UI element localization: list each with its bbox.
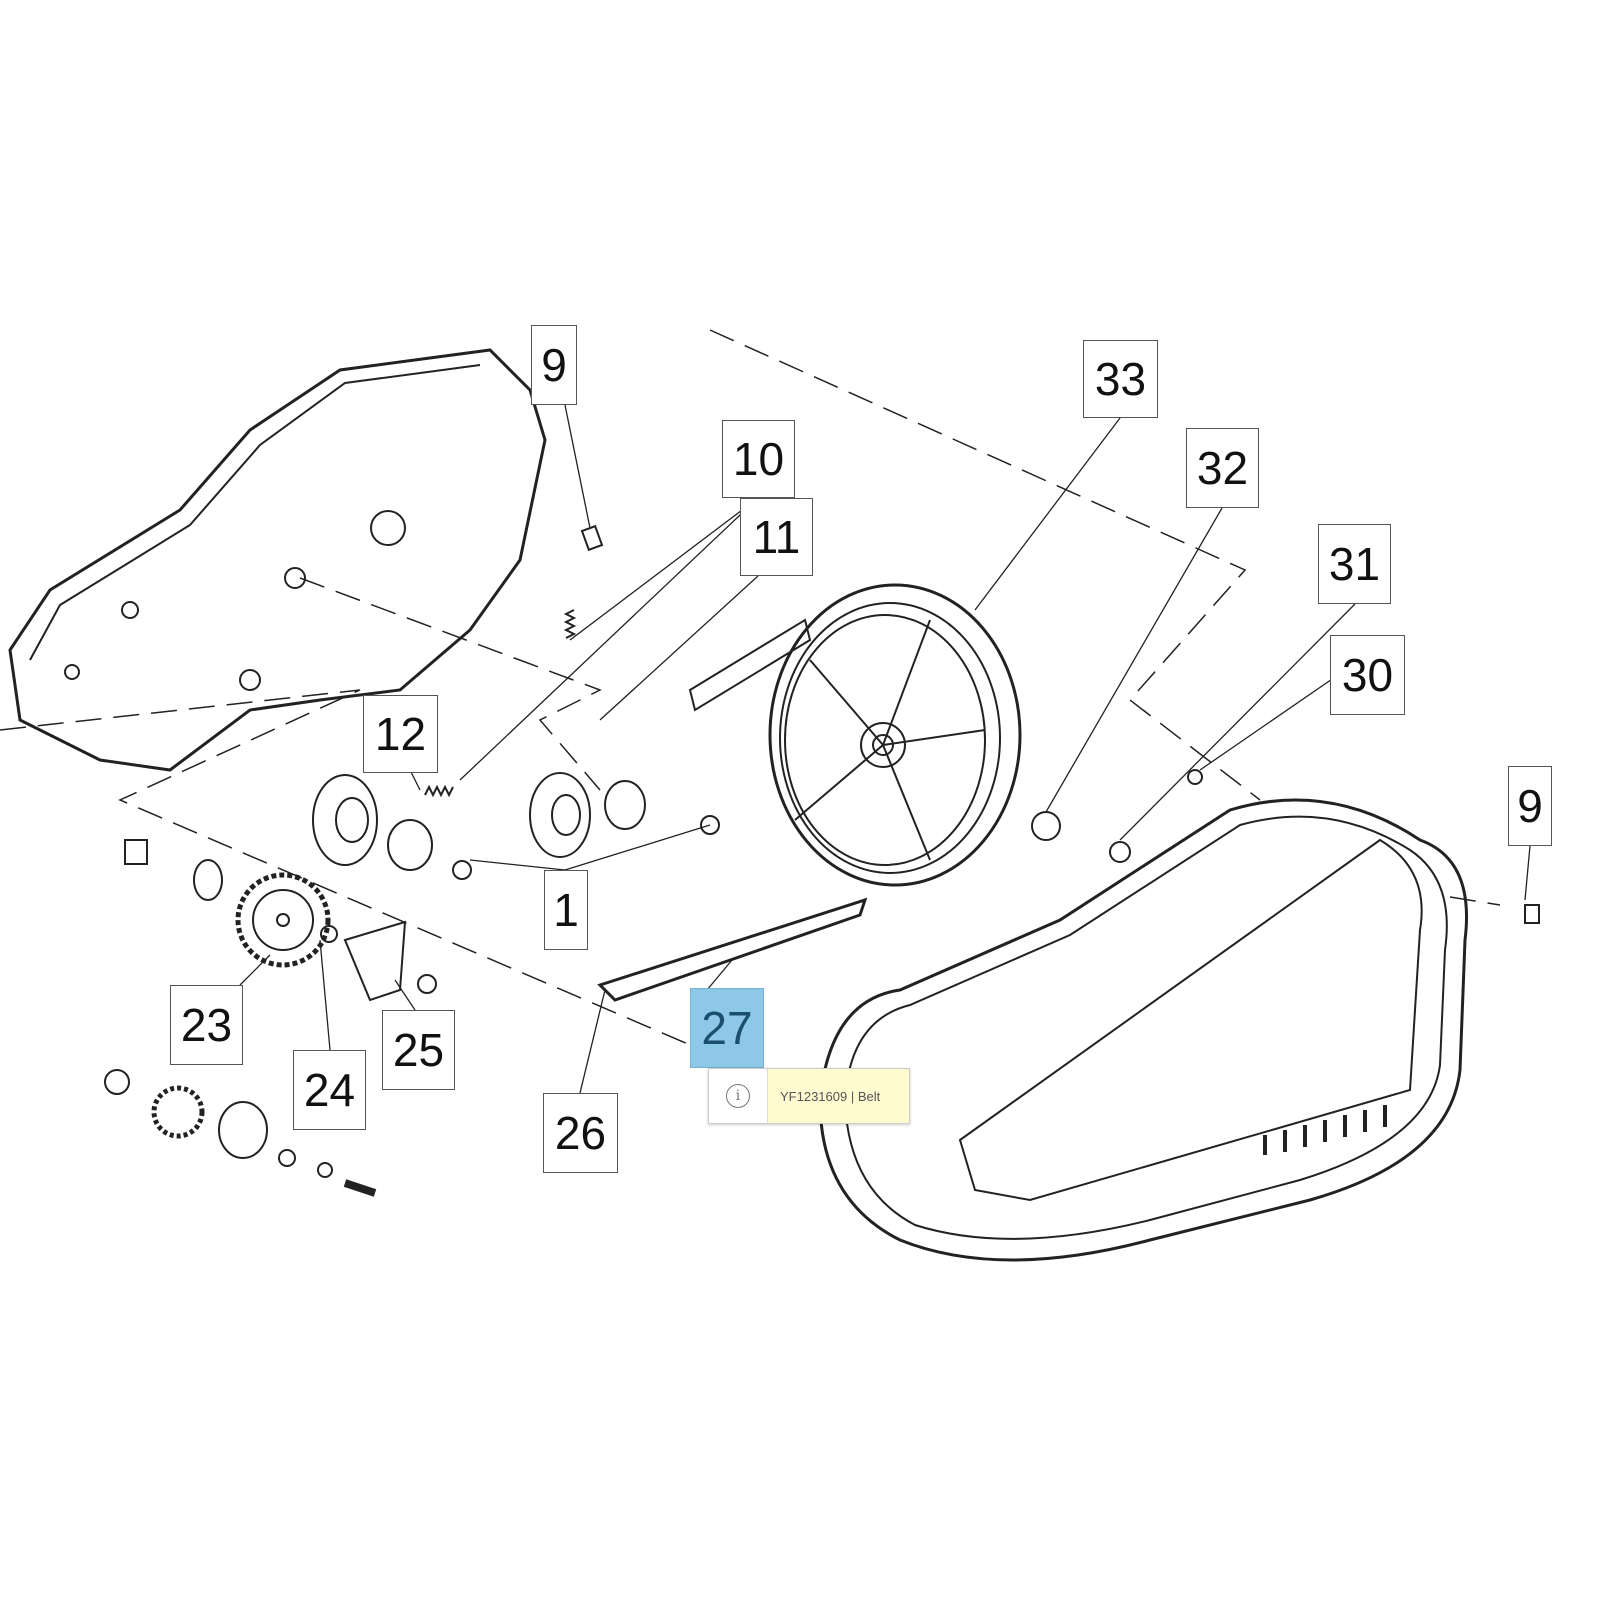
callout-27-selected[interactable]: 27	[690, 988, 764, 1068]
callout-12[interactable]: 12	[363, 695, 438, 773]
small-parts	[417, 524, 1540, 994]
left-cover	[8, 348, 547, 772]
gears	[104, 839, 407, 1197]
callout-9-top[interactable]: 9	[531, 325, 577, 405]
callout-31[interactable]: 31	[1318, 524, 1391, 604]
idler-pulleys	[312, 772, 646, 871]
info-icon: i	[709, 1069, 767, 1123]
callout-33[interactable]: 33	[1083, 340, 1158, 418]
callout-26[interactable]: 26	[543, 1093, 618, 1173]
tooltip-text: YF1231609 | Belt	[767, 1069, 909, 1123]
callout-25[interactable]: 25	[382, 1010, 455, 1090]
callout-11[interactable]: 11	[740, 498, 813, 576]
callout-1[interactable]: 1	[544, 870, 588, 950]
belt	[597, 618, 868, 1002]
leader-lines	[239, 404, 1531, 1094]
callout-30[interactable]: 30	[1330, 635, 1405, 715]
belt-cover	[818, 798, 1469, 1262]
drive-pulley	[768, 583, 1022, 887]
callout-23[interactable]: 23	[170, 985, 243, 1065]
part-tooltip: i YF1231609 | Belt	[708, 1068, 910, 1124]
callout-9-right[interactable]: 9	[1508, 766, 1552, 846]
callout-32[interactable]: 32	[1186, 428, 1259, 508]
callout-24[interactable]: 24	[293, 1050, 366, 1130]
assembly-lines	[0, 329, 1501, 1076]
callout-10[interactable]: 10	[722, 420, 795, 498]
